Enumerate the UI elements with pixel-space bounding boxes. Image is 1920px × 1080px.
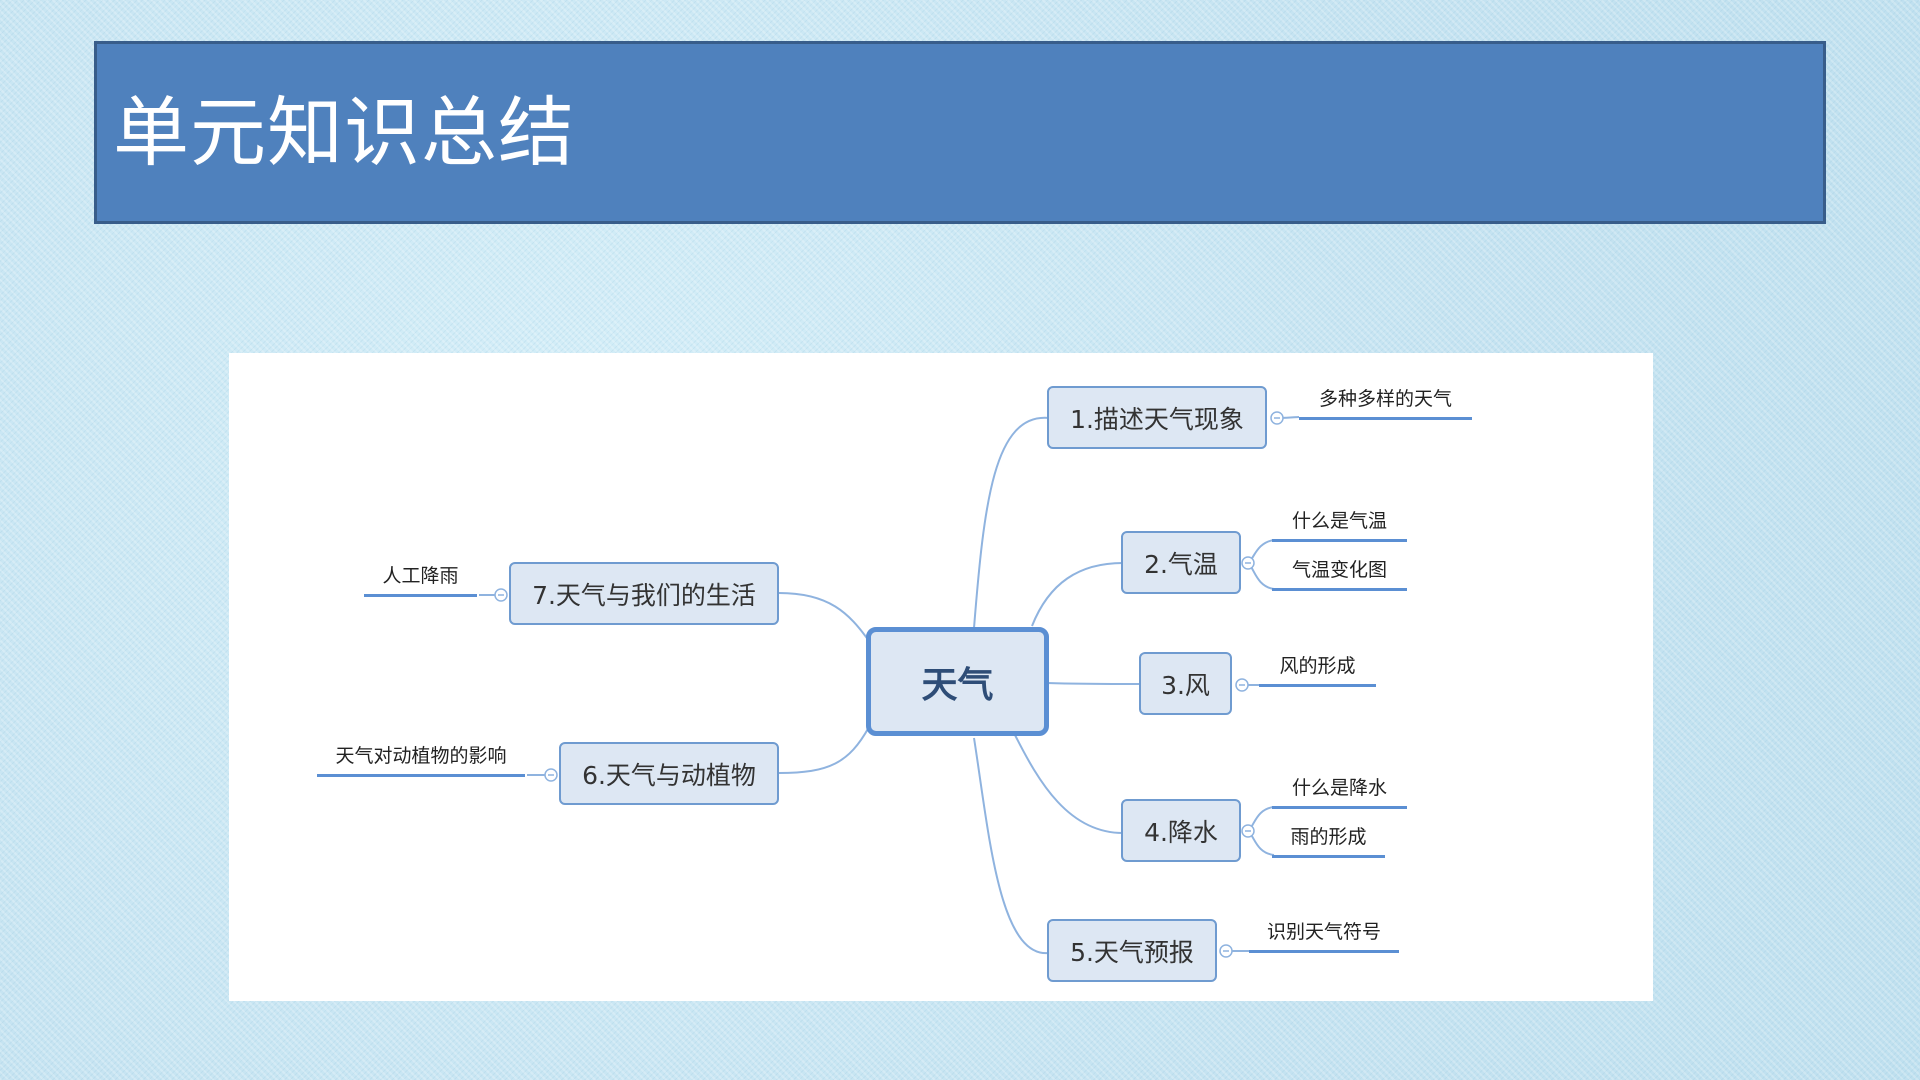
leaf-node[interactable]: 气温变化图 (1272, 549, 1407, 591)
leaf-node[interactable]: 什么是气温 (1272, 501, 1407, 542)
leaf-node-label: 多种多样的天气 (1318, 388, 1452, 410)
branch-node-4[interactable]: 4.降水 (1121, 799, 1241, 862)
branch-node-label: 3.风 (1161, 670, 1210, 700)
mindmap-connectors (479, 411, 1300, 958)
connector-branch-1 (973, 416, 1050, 629)
connector-branch-3 (1046, 682, 1142, 685)
branch-node-6[interactable]: 6.天气与动植物 (559, 742, 779, 805)
leaf-node-label: 天气对动植物的影响 (335, 745, 507, 767)
mindmap-canvas: 天气 1.描述天气现象 2.气温 3.风 4.降水 5.天气预报 6.天气与动植… (229, 353, 1653, 1001)
branch-node-7[interactable]: 7.天气与我们的生活 (509, 562, 779, 625)
leaf-node[interactable]: 雨的形成 (1272, 816, 1385, 858)
center-node[interactable]: 天气 (866, 627, 1049, 736)
connector-branch-5 (973, 737, 1050, 955)
title-bar: 单元知识总结 (94, 41, 1826, 224)
leaf-node[interactable]: 识别天气符号 (1249, 912, 1399, 953)
leaf-node[interactable]: 多种多样的天气 (1299, 379, 1472, 420)
connector-branch-7 (778, 592, 870, 642)
connector-branch-2 (1031, 562, 1124, 627)
leaf-node[interactable]: 风的形成 (1259, 646, 1376, 687)
connector-branch-6 (778, 726, 870, 774)
leaf-node-label: 风的形成 (1279, 655, 1356, 677)
slide-title: 单元知识总结 (113, 87, 575, 177)
branch-node-label: 6.天气与动植物 (582, 760, 756, 790)
leaf-node[interactable]: 什么是降水 (1272, 768, 1407, 809)
branch-node-3[interactable]: 3.风 (1139, 652, 1232, 715)
connector-branch-4 (1013, 732, 1124, 834)
branch-node-label: 4.降水 (1144, 817, 1218, 847)
branch-node-label: 2.气温 (1144, 549, 1218, 579)
branch-node-label: 5.天气预报 (1070, 937, 1194, 967)
branch-node-label: 1.描述天气现象 (1070, 404, 1244, 434)
leaf-node-label: 识别天气符号 (1266, 921, 1381, 943)
leaf-node[interactable]: 天气对动植物的影响 (317, 736, 525, 777)
leaf-node-label: 什么是气温 (1291, 510, 1387, 532)
leaf-node-label: 雨的形成 (1290, 826, 1367, 848)
branch-node-5[interactable]: 5.天气预报 (1047, 919, 1217, 982)
leaf-node[interactable]: 人工降雨 (364, 556, 477, 597)
branch-node-1[interactable]: 1.描述天气现象 (1047, 386, 1267, 449)
leaf-node-label: 气温变化图 (1291, 559, 1387, 581)
branch-node-label: 7.天气与我们的生活 (532, 580, 756, 610)
leaf-node-label: 什么是降水 (1291, 777, 1387, 799)
branch-node-2[interactable]: 2.气温 (1121, 531, 1241, 594)
leaf-node-label: 人工降雨 (382, 565, 459, 587)
center-node-label: 天气 (921, 664, 994, 706)
